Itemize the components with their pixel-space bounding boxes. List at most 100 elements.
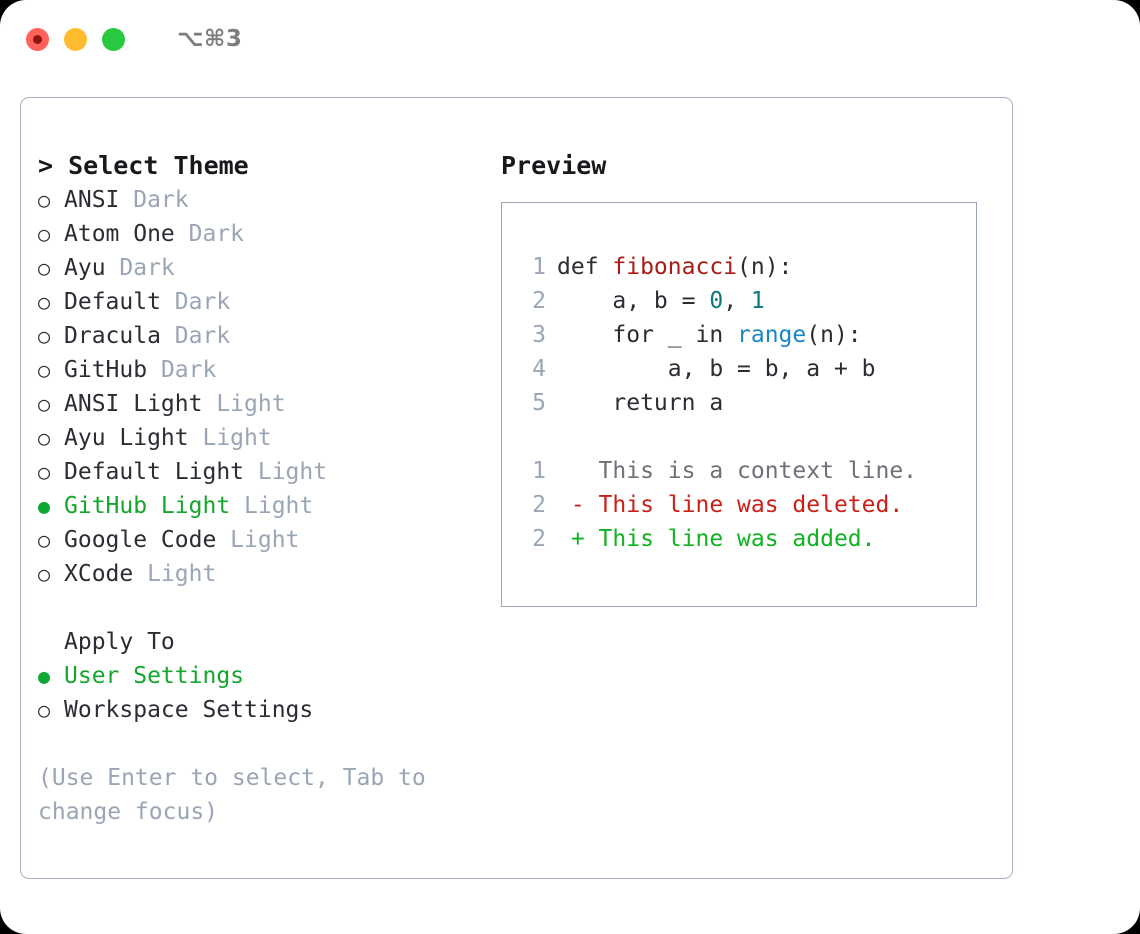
theme-name: Ayu Light xyxy=(64,425,189,451)
code-token-plain: a, b = b, a + b xyxy=(557,356,876,382)
theme-name: Ayu xyxy=(64,255,106,281)
radio-unselected-icon: ○ xyxy=(38,222,51,246)
radio-selected-icon: ● xyxy=(38,664,51,688)
apply-to-label: User Settings xyxy=(64,663,245,689)
theme-variant: Light xyxy=(230,493,314,519)
line-number: 1 xyxy=(532,458,546,484)
theme-name: Atom One xyxy=(64,221,175,247)
diff-sign: + xyxy=(557,526,599,552)
code-diff-spacer xyxy=(516,420,976,454)
maximize-light-icon[interactable] xyxy=(102,27,125,51)
line-number: 2 xyxy=(532,526,546,552)
theme-option-ayu-light[interactable]: ○ Ayu Light Light xyxy=(38,421,488,455)
theme-variant: Dark xyxy=(160,289,231,315)
code-token-plain: , xyxy=(723,288,751,314)
theme-variant: Light xyxy=(133,561,217,587)
radio-unselected-icon: ○ xyxy=(38,324,51,348)
line-number: 4 xyxy=(532,356,546,382)
theme-name: GitHub Light xyxy=(64,493,231,519)
traffic-lights xyxy=(26,27,125,51)
theme-variant: Light xyxy=(188,425,272,451)
theme-option-github-light[interactable]: ●GitHub Light Light xyxy=(38,489,488,523)
code-token-plain: def xyxy=(557,254,613,280)
theme-option-dracula[interactable]: ○ Dracula Dark xyxy=(38,319,488,353)
diff-text: This is a context line. xyxy=(598,458,918,484)
apply-to-header: Apply To xyxy=(64,629,175,655)
diff-block: 1 This is a context line.2 - This line w… xyxy=(516,454,976,556)
code-token-plain: (n): xyxy=(737,254,793,280)
line-number: 1 xyxy=(532,254,546,280)
diff-text: This line was deleted. xyxy=(598,492,904,518)
minimize-light-icon[interactable] xyxy=(64,27,87,51)
theme-option-atom-one[interactable]: ○ Atom One Dark xyxy=(38,217,488,251)
panel-columns: > Select Theme ○ANSI Dark○Atom One Dark○… xyxy=(21,98,1012,878)
close-light-icon[interactable] xyxy=(26,27,49,51)
theme-variant: Light xyxy=(216,527,300,553)
theme-name: Dracula xyxy=(64,323,161,349)
diff-line-del: 2 - This line was deleted. xyxy=(516,488,976,522)
theme-variant: Light xyxy=(202,391,286,417)
theme-option-ansi-light[interactable]: ○ ANSI Light Light xyxy=(38,387,488,421)
code-token-plain: (n): xyxy=(806,322,862,348)
select-theme-header: > Select Theme xyxy=(38,151,249,180)
theme-name: XCode xyxy=(64,561,134,587)
theme-list: ○ANSI Dark○Atom One Dark○Ayu Dark○Defaul… xyxy=(38,183,488,591)
preview-header: Preview xyxy=(501,151,607,180)
theme-name: Default Light xyxy=(64,459,245,485)
line-number: 2 xyxy=(532,288,546,314)
theme-variant: Dark xyxy=(119,187,189,213)
theme-variant: Light xyxy=(244,459,328,485)
section-spacer xyxy=(38,591,488,625)
radio-unselected-icon: ○ xyxy=(38,392,51,416)
diff-sign xyxy=(557,454,599,488)
theme-option-ansi[interactable]: ○ ANSI Dark xyxy=(38,183,488,217)
theme-option-github[interactable]: ○ GitHub Dark xyxy=(38,353,488,387)
code-token-plain: a, b = xyxy=(557,288,710,314)
window-title: ⌥⌘3 xyxy=(177,26,243,52)
theme-name: GitHub xyxy=(64,357,148,383)
radio-unselected-icon: ○ xyxy=(38,426,51,450)
radio-unselected-icon: ○ xyxy=(38,460,51,484)
theme-option-ayu[interactable]: ○ Ayu Dark xyxy=(38,251,488,285)
radio-unselected-icon: ○ xyxy=(38,256,51,280)
code-token-num: 1 xyxy=(750,288,765,314)
code-token-plain: return a xyxy=(557,390,724,416)
radio-unselected-icon: ○ xyxy=(38,188,51,212)
theme-option-default-light[interactable]: ○ Default Light Light xyxy=(38,455,488,489)
line-number: 3 xyxy=(532,322,546,348)
theme-option-google-code[interactable]: ○Google Code Light xyxy=(38,523,488,557)
main-panel: > Select Theme ○ANSI Dark○Atom One Dark○… xyxy=(20,97,1013,879)
theme-variant: Dark xyxy=(160,323,231,349)
theme-name: Default xyxy=(64,289,161,315)
theme-variant: Dark xyxy=(147,357,217,383)
theme-variant: Dark xyxy=(174,221,245,247)
theme-selector-column: > Select Theme ○ANSI Dark○Atom One Dark○… xyxy=(38,149,488,829)
code-token-num: 0 xyxy=(709,288,724,314)
title-bar: ⌥⌘3 xyxy=(0,0,1140,78)
code-line: 4 a, b = b, a + b xyxy=(516,352,976,386)
theme-variant: Dark xyxy=(105,255,175,281)
theme-name: Google Code xyxy=(64,527,217,553)
theme-name: ANSI xyxy=(64,187,120,213)
diff-sign: - xyxy=(557,492,599,518)
apply-to-list: ● User Settings ○ Workspace Settings xyxy=(38,659,488,727)
radio-unselected-icon: ○ xyxy=(38,562,51,586)
diff-text: This line was added. xyxy=(598,526,876,552)
apply-to-label: Workspace Settings xyxy=(64,697,314,723)
theme-name: ANSI Light xyxy=(64,391,203,417)
code-line: 5 return a xyxy=(516,386,976,420)
diff-line-context: 1 This is a context line. xyxy=(516,454,976,488)
theme-option-xcode[interactable]: ○ XCode Light xyxy=(38,557,488,591)
theme-option-default[interactable]: ○Default Dark xyxy=(38,285,488,319)
code-line: 3 for _ in range(n): xyxy=(516,318,976,352)
line-number: 2 xyxy=(532,492,546,518)
apply-to-option-workspace-settings[interactable]: ○ Workspace Settings xyxy=(38,693,488,727)
radio-unselected-icon: ○ xyxy=(38,358,51,382)
radio-unselected-icon: ○ xyxy=(38,698,51,722)
apply-to-option-user-settings[interactable]: ● User Settings xyxy=(38,659,488,693)
